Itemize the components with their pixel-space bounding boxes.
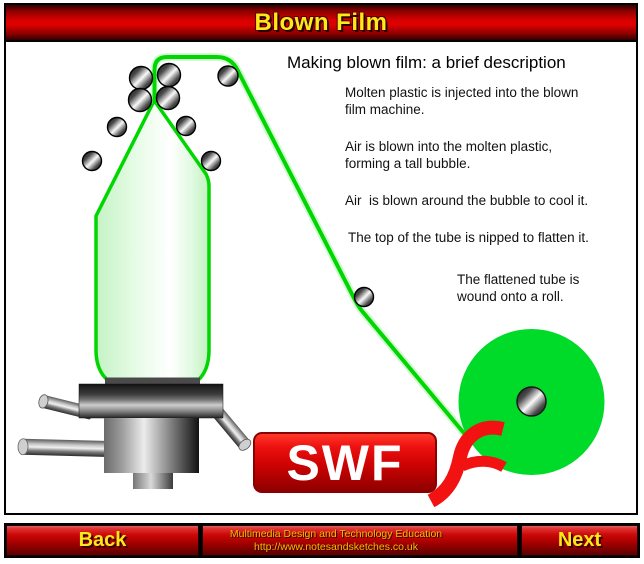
credits-line1: Multimedia Design and Technology Educati…: [229, 527, 443, 540]
step-air-cooling: Air is blown around the bubble to cool i…: [345, 193, 589, 208]
step-molten-plastic: Molten plastic is injected into the blow…: [345, 85, 579, 117]
back-button[interactable]: Back: [6, 525, 199, 556]
page-title: Blown Film: [254, 8, 388, 36]
swf-placeholder: SWF: [253, 432, 437, 493]
next-button-label: Next: [557, 529, 602, 551]
back-button-label: Back: [78, 529, 127, 551]
step-tube-nipped: The top of the tube is nipped to flatten…: [348, 230, 589, 245]
navigation-bar: Back Multimedia Design and Technology Ed…: [4, 523, 640, 558]
step-air-blown-in: Air is blown into the molten plastic, fo…: [345, 139, 553, 171]
swf-label: SWF: [286, 434, 404, 491]
credits-url: http://www.notesandsketches.co.uk: [253, 540, 418, 553]
next-button[interactable]: Next: [521, 525, 638, 556]
description-heading: Making blown film: a brief description: [287, 53, 566, 72]
step-wound-roll: The flattened tube is wound onto a roll.: [457, 272, 580, 304]
footer-credits: Multimedia Design and Technology Educati…: [202, 525, 518, 556]
title-banner: Blown Film: [4, 3, 638, 42]
